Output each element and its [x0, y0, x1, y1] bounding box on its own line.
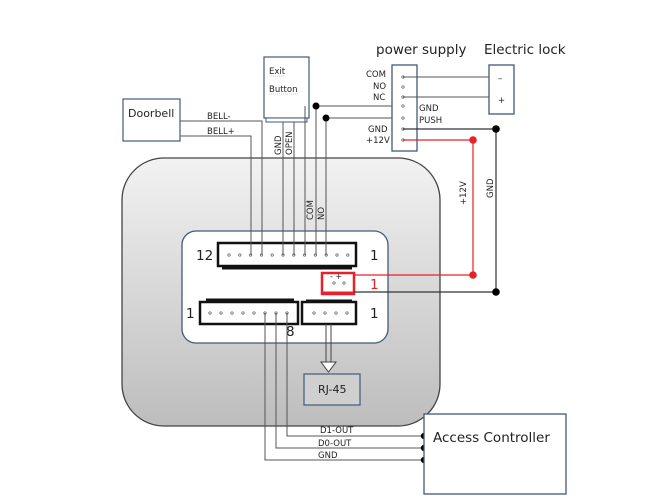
junction-dot	[492, 125, 500, 133]
connector-pin	[335, 253, 339, 257]
12v-label: +12V	[459, 181, 469, 205]
power-line-12v	[354, 139, 474, 276]
ps-gnd-push-gnd-label: GND	[419, 104, 439, 114]
lock-minus-label: –	[498, 74, 502, 84]
exit-gnd-label: GND	[274, 135, 284, 155]
top-connector-pin1: 1	[370, 248, 379, 264]
top-connector	[216, 241, 358, 270]
ps-com-label: COM	[366, 70, 386, 80]
exit-button-wires	[282, 122, 295, 255]
exit-button-line1: Exit	[269, 67, 286, 77]
lock-wires	[403, 76, 489, 98]
ps-push-label: PUSH	[419, 116, 442, 126]
ps-gnd-label: GND	[368, 125, 388, 135]
wiegand-connector-pin8: 8	[286, 324, 295, 340]
rj45-arrow	[320, 324, 337, 373]
junction-dot-red	[469, 136, 477, 144]
doorbell-box	[122, 98, 181, 142]
ps-terminal-pin	[401, 116, 405, 120]
d1-out-label: D1-OUT	[320, 426, 354, 436]
connector-pin	[230, 311, 234, 315]
bell-plus-label: BELL+	[207, 127, 235, 137]
lock-plus-label: +	[498, 96, 505, 106]
connector-pin	[238, 253, 242, 257]
connector-pin	[252, 311, 256, 315]
access-controller-box	[423, 413, 567, 495]
rj45-box	[303, 373, 361, 406]
power-supply-title: power supply	[376, 42, 467, 58]
connector-pin	[227, 253, 231, 257]
junction-dot	[492, 288, 500, 296]
electric-lock-box	[488, 64, 515, 115]
rj45-label: RJ-45	[318, 383, 346, 396]
wiegand-connector	[198, 298, 300, 326]
power-connector	[320, 271, 356, 296]
exit-open-label: OPEN	[285, 131, 295, 155]
wiegand-connector-pin1: 1	[186, 306, 195, 322]
power-connector-pin1: 1	[370, 277, 379, 293]
connector-pin	[346, 253, 350, 257]
power-supply-box	[391, 64, 418, 152]
connector-pin	[208, 311, 212, 315]
wiegand-wires	[264, 313, 424, 461]
connector-pin	[270, 253, 274, 257]
connector-pin	[241, 311, 245, 315]
exit-button-line2: Button	[269, 85, 297, 95]
access-controller-label: Access Controller	[433, 430, 550, 446]
junction-dot-red	[469, 271, 477, 279]
no-label: NO	[317, 207, 327, 220]
doorbell-wires	[180, 120, 263, 255]
junction-dot	[322, 114, 330, 122]
doorbell-label: Doorbell	[128, 107, 174, 120]
ps-terminal-pin	[401, 85, 405, 89]
d0-out-label: D0-OUT	[318, 439, 352, 449]
power-line-gnd	[354, 128, 497, 293]
ps-nc-label: NC	[373, 93, 385, 103]
bell-minus-label: BELL-	[207, 112, 231, 122]
power-connector-polarity: - +	[330, 272, 342, 281]
gnd-line-label: GND	[486, 178, 496, 198]
rj45-connector	[300, 299, 358, 326]
ps-no-label: NO	[373, 82, 386, 92]
electric-lock-title: Electric lock	[484, 42, 566, 58]
ps-terminal-pin	[401, 104, 405, 108]
junction-dot	[312, 102, 320, 110]
com-label: COM	[306, 200, 316, 220]
connector-pin	[219, 311, 223, 315]
exit-button-box	[263, 56, 310, 119]
ps-12v-label: +12V	[366, 136, 390, 146]
gnd-ac-label: GND	[318, 451, 338, 461]
rj45-connector-pin1: 1	[370, 306, 379, 322]
top-connector-pin12: 12	[196, 248, 213, 264]
